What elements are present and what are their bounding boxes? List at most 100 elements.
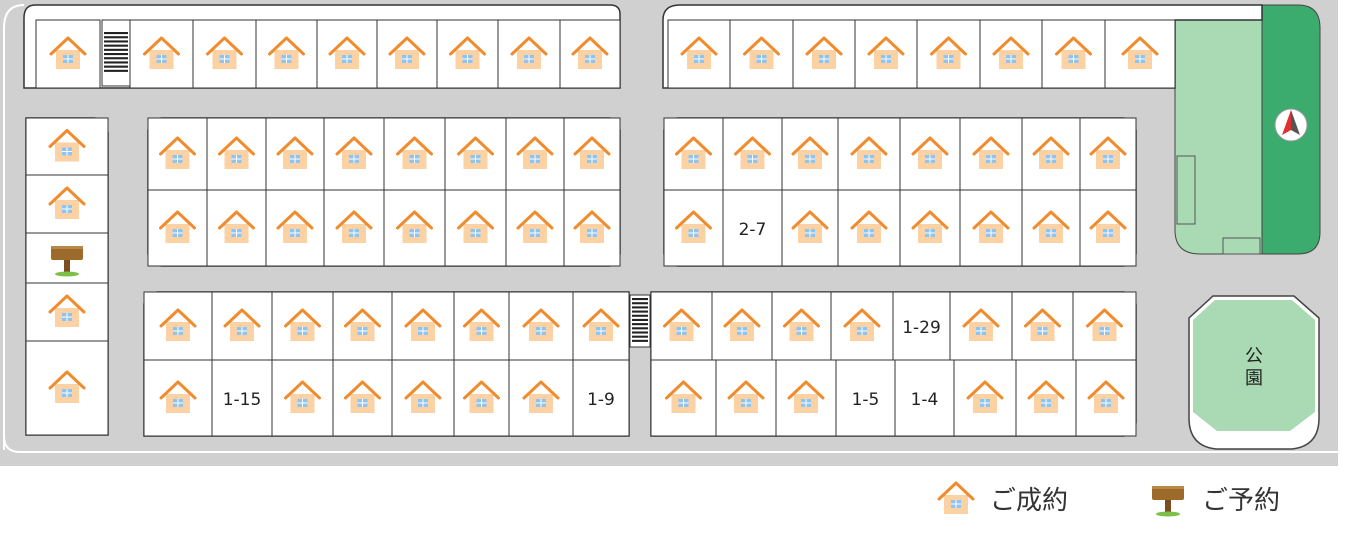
lot[interactable] xyxy=(1079,189,1137,267)
lot[interactable] xyxy=(1021,189,1081,267)
lot[interactable] xyxy=(505,117,565,191)
lot[interactable] xyxy=(1011,291,1074,361)
lot[interactable] xyxy=(271,291,334,361)
lot[interactable] xyxy=(837,189,901,267)
lot[interactable]: 2-7 xyxy=(722,189,783,267)
lot[interactable] xyxy=(663,189,724,267)
lot[interactable] xyxy=(332,359,393,437)
lot[interactable] xyxy=(143,359,213,437)
signboard-icon xyxy=(1148,478,1188,518)
lot[interactable] xyxy=(376,19,438,89)
crosswalk xyxy=(629,294,651,348)
lot[interactable] xyxy=(323,117,385,191)
lot[interactable] xyxy=(563,189,621,267)
lot[interactable] xyxy=(949,291,1013,361)
legend-sold: ご成約 xyxy=(936,480,1068,516)
lot[interactable] xyxy=(837,117,901,191)
lot[interactable] xyxy=(572,291,630,361)
lot[interactable] xyxy=(781,117,839,191)
lot[interactable] xyxy=(1072,291,1137,361)
lot-number: 1-29 xyxy=(902,318,941,338)
lot[interactable]: 1-4 xyxy=(894,359,955,437)
lot[interactable] xyxy=(25,232,109,284)
lot[interactable]: 1-15 xyxy=(211,359,273,437)
lot[interactable] xyxy=(559,19,621,89)
lot[interactable]: 1-9 xyxy=(572,359,630,437)
lot[interactable] xyxy=(143,291,213,361)
lot-number: 1-9 xyxy=(587,390,615,410)
lot[interactable] xyxy=(508,359,574,437)
lot[interactable] xyxy=(916,19,981,89)
legend-reserved-label: ご予約 xyxy=(1202,485,1281,516)
lot[interactable] xyxy=(959,189,1023,267)
lot[interactable] xyxy=(830,291,894,361)
lot[interactable] xyxy=(1104,19,1176,89)
lot[interactable] xyxy=(729,19,794,89)
lot[interactable] xyxy=(1075,359,1137,437)
lot[interactable] xyxy=(663,117,724,191)
lot[interactable] xyxy=(497,19,561,89)
lot[interactable] xyxy=(25,340,109,436)
lot[interactable] xyxy=(453,359,510,437)
lot-number: 1-15 xyxy=(223,390,262,410)
lot[interactable] xyxy=(959,117,1023,191)
lot[interactable] xyxy=(129,19,194,89)
lot[interactable] xyxy=(508,291,574,361)
lot[interactable] xyxy=(1021,117,1081,191)
lot[interactable] xyxy=(899,117,961,191)
lot[interactable] xyxy=(1079,117,1137,191)
lot[interactable] xyxy=(792,19,856,89)
lot[interactable] xyxy=(391,359,455,437)
lot-number: 1-5 xyxy=(852,390,880,410)
lot[interactable] xyxy=(323,189,385,267)
lot[interactable] xyxy=(715,359,777,437)
lot[interactable] xyxy=(781,189,839,267)
lot[interactable] xyxy=(505,189,565,267)
lot[interactable] xyxy=(271,359,334,437)
lot[interactable] xyxy=(383,117,446,191)
lot[interactable] xyxy=(25,174,109,234)
lot[interactable] xyxy=(711,291,773,361)
lot[interactable] xyxy=(383,189,446,267)
lot[interactable] xyxy=(444,189,507,267)
lot[interactable] xyxy=(316,19,378,89)
lot[interactable] xyxy=(1015,359,1077,437)
lot[interactable] xyxy=(953,359,1017,437)
lot[interactable] xyxy=(25,117,109,176)
lot[interactable] xyxy=(255,19,318,89)
lot[interactable] xyxy=(771,291,832,361)
lot[interactable] xyxy=(211,291,273,361)
legend-sold-label: ご成約 xyxy=(990,485,1069,516)
lot[interactable] xyxy=(854,19,918,89)
lot[interactable] xyxy=(453,291,510,361)
park-label: 公 xyxy=(1245,346,1263,367)
lot[interactable] xyxy=(650,359,717,437)
lot[interactable] xyxy=(25,282,109,342)
lot[interactable] xyxy=(667,19,731,89)
lot[interactable] xyxy=(391,291,455,361)
lot[interactable] xyxy=(147,189,208,267)
lot[interactable] xyxy=(563,117,621,191)
lot[interactable] xyxy=(332,291,393,361)
lot[interactable] xyxy=(147,117,208,191)
lot[interactable] xyxy=(722,117,783,191)
lot[interactable] xyxy=(436,19,499,89)
lot[interactable] xyxy=(650,291,713,361)
lot[interactable] xyxy=(899,189,961,267)
lot[interactable] xyxy=(265,189,325,267)
green-area-notch xyxy=(1176,155,1196,225)
lot[interactable] xyxy=(192,19,257,89)
lot[interactable] xyxy=(35,19,101,89)
lot[interactable]: 1-5 xyxy=(835,359,896,437)
park-lawn xyxy=(1193,300,1315,431)
lot[interactable] xyxy=(1041,19,1106,89)
lot[interactable] xyxy=(206,189,267,267)
lot[interactable] xyxy=(265,117,325,191)
lot[interactable] xyxy=(206,117,267,191)
lot[interactable] xyxy=(979,19,1043,89)
lot[interactable] xyxy=(775,359,837,437)
park-label: 園 xyxy=(1245,368,1263,389)
lot[interactable] xyxy=(444,117,507,191)
lot[interactable]: 1-29 xyxy=(892,291,951,361)
